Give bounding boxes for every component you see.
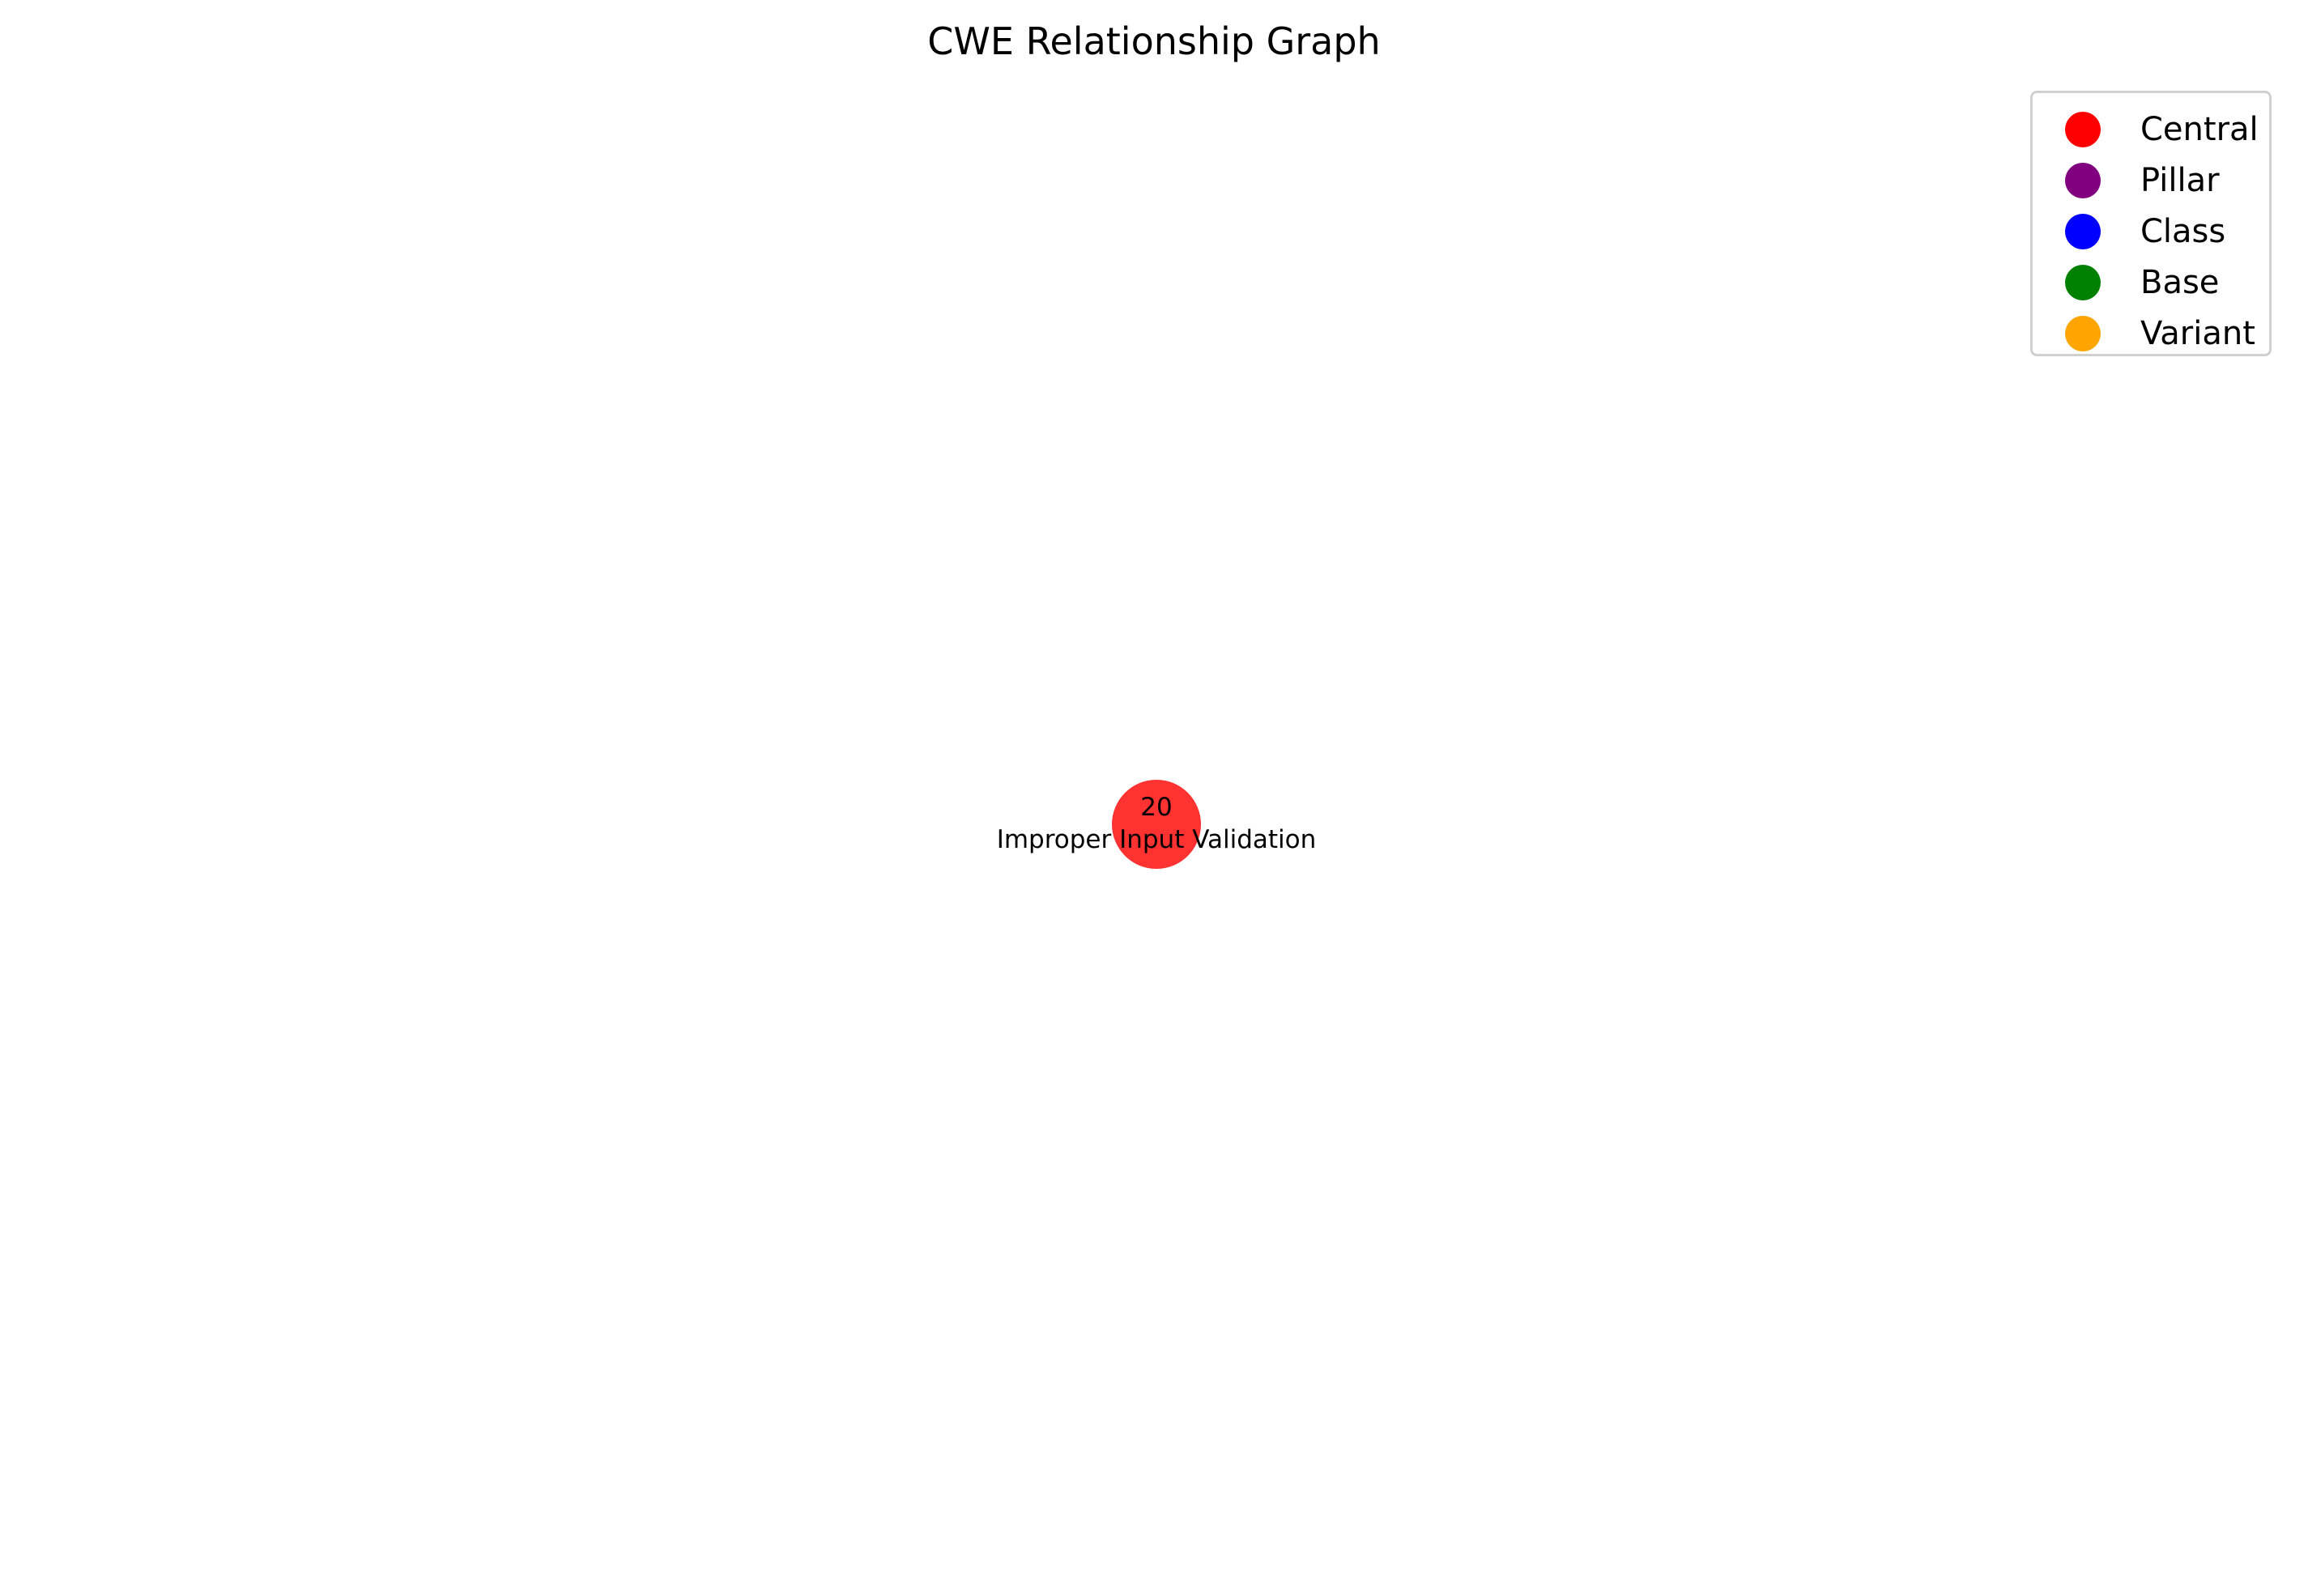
graph-node-label-cwe-20: 20 Improper Input Validation [913,791,1399,856]
graph-node-cwe-20 [1112,780,1201,869]
legend-marker-class [2065,214,2101,249]
legend-label-central: Central [2140,111,2259,148]
node-id-label: 20 [1140,793,1173,822]
legend-label-class: Class [2140,213,2226,250]
legend-marker-pillar [2065,163,2101,198]
legend-item-variant: Variant [2033,309,2274,360]
legend-marker-base [2065,265,2101,300]
legend: Central Pillar Class Base Variant [2030,91,2272,356]
legend-item-pillar: Pillar [2033,155,2274,206]
legend-item-class: Class [2033,206,2274,257]
legend-label-variant: Variant [2140,315,2255,352]
legend-marker-variant [2065,316,2101,351]
legend-item-central: Central [2033,104,2274,155]
legend-label-pillar: Pillar [2140,162,2220,199]
legend-marker-central [2065,112,2101,147]
legend-label-base: Base [2140,264,2220,301]
legend-item-base: Base [2033,257,2274,309]
graph-title: CWE Relationship Graph [927,19,1381,63]
node-name-label: Improper Input Validation [996,825,1317,854]
